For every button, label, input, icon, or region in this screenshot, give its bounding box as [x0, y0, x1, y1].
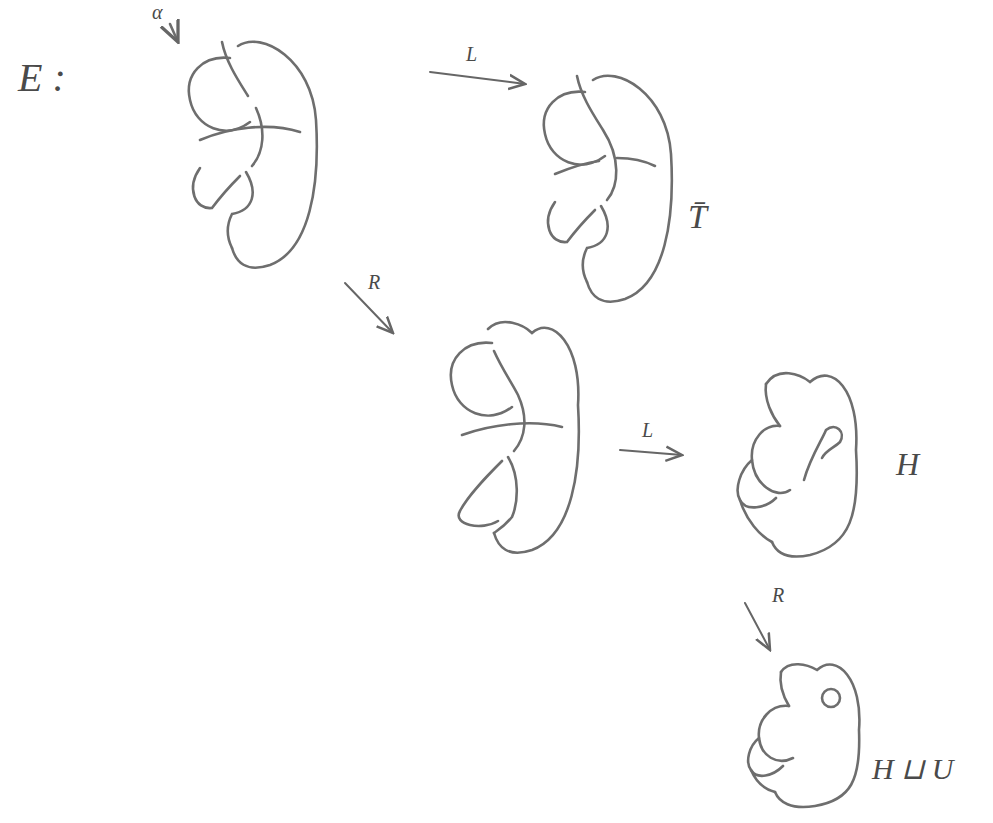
skein-arrow-label: R	[368, 272, 380, 292]
skein-arrow-label: R	[772, 585, 784, 605]
diagram-label: E :	[18, 58, 66, 98]
skein-arrow-label: L	[466, 44, 477, 64]
knot-name: H ⊔ U	[872, 754, 953, 784]
knot-name: T̄	[688, 200, 707, 234]
pointer-arrow	[170, 24, 178, 42]
knot-h-union-unknot	[748, 664, 859, 807]
knot-intermediate	[451, 322, 579, 553]
knot-h	[738, 373, 857, 556]
skein-arrow	[745, 603, 770, 650]
skein-arrow-label: L	[642, 420, 653, 440]
knot-t	[544, 76, 672, 302]
knot-name: H	[896, 448, 919, 480]
knot-e	[189, 42, 317, 268]
crossing-label: α	[152, 2, 163, 22]
skein-arrow	[620, 450, 682, 455]
skein-arrow	[430, 72, 525, 84]
